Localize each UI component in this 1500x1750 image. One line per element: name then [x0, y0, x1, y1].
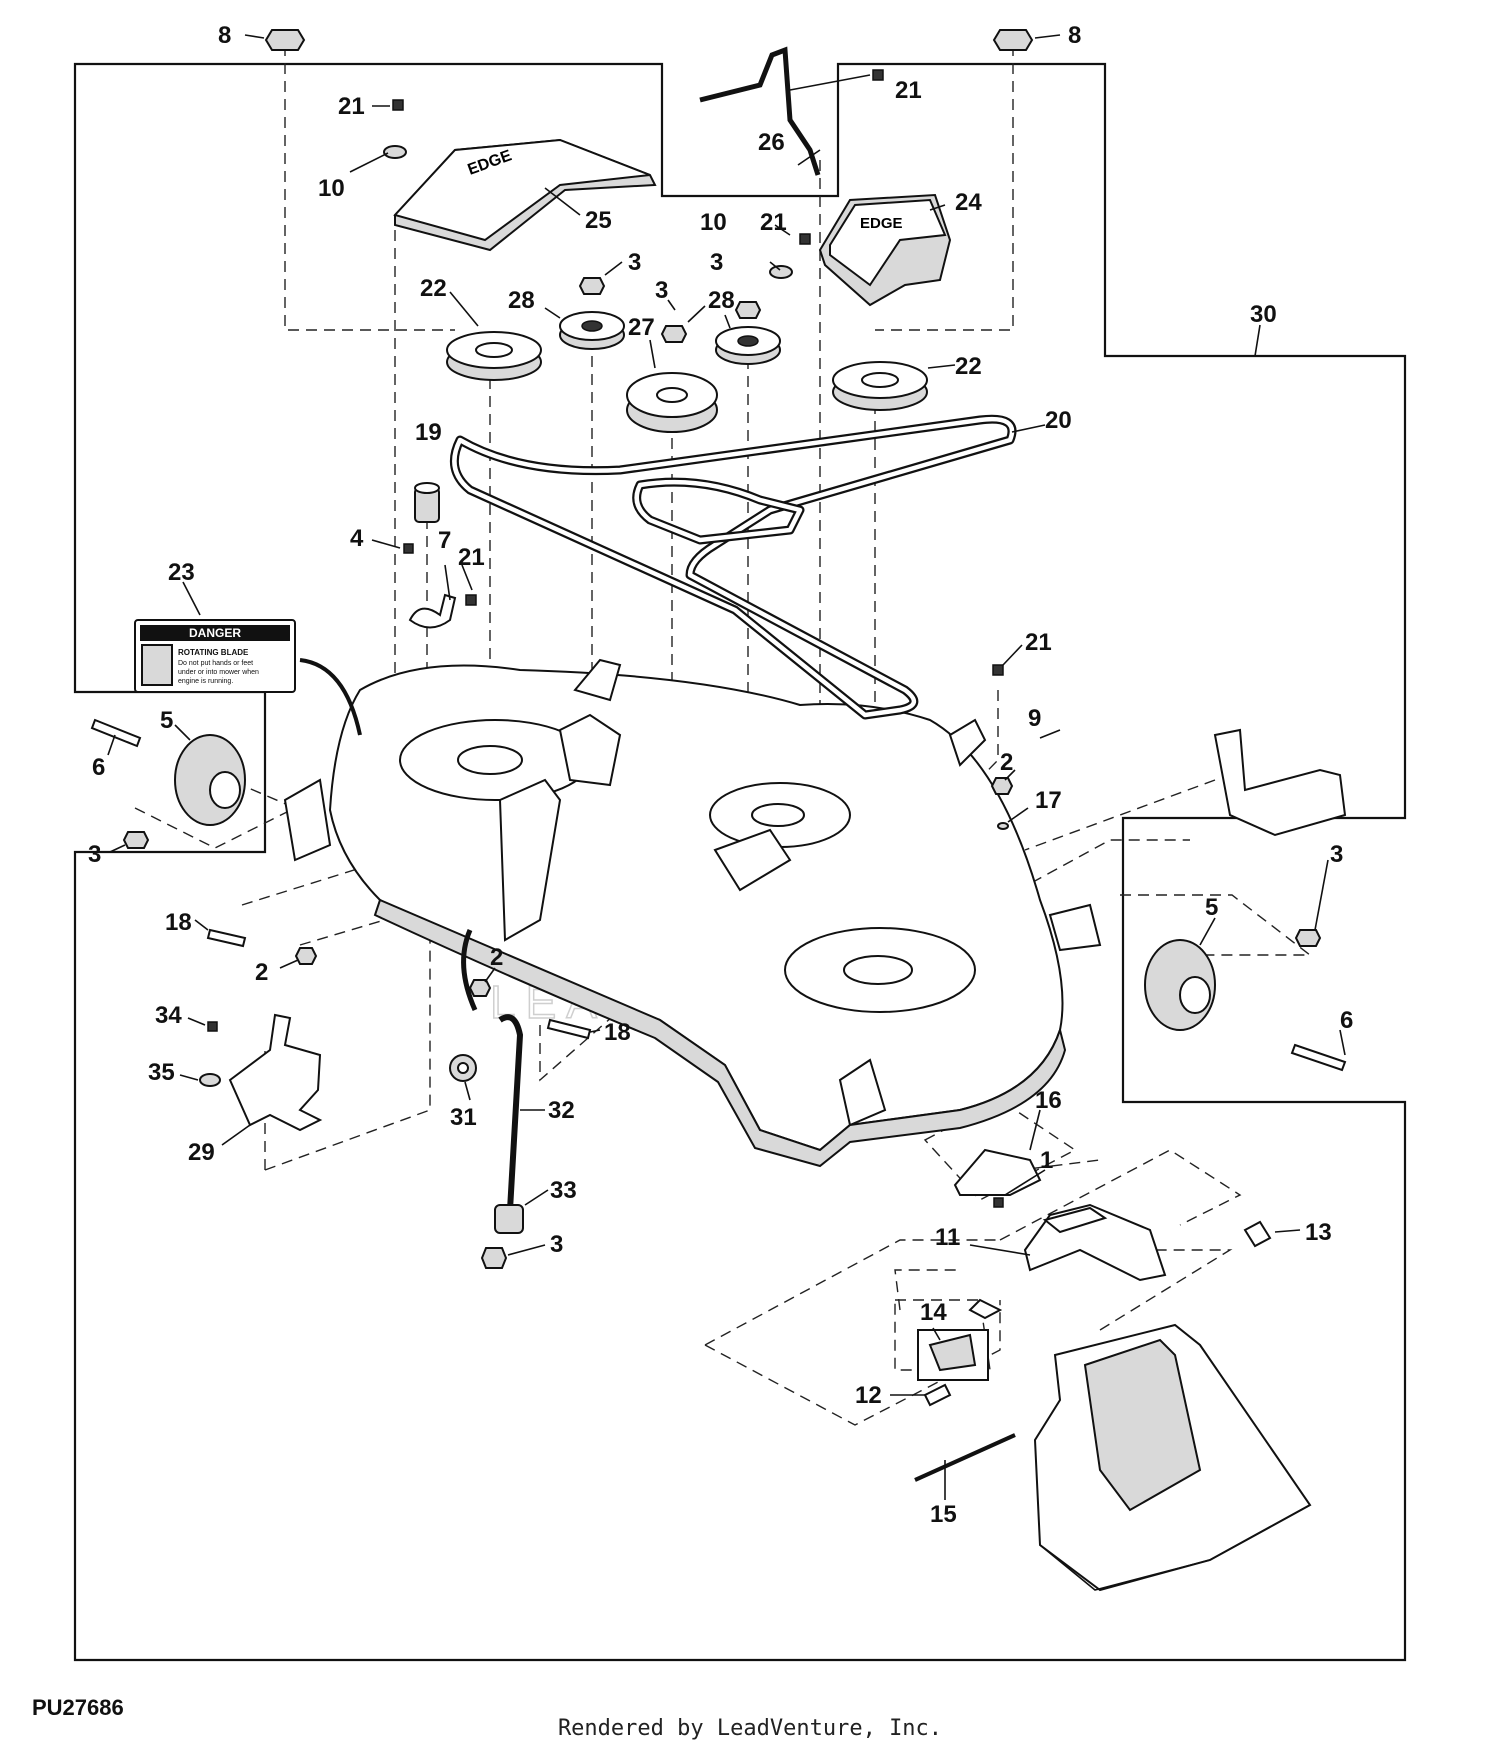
callout-label: 7	[438, 527, 451, 554]
gauge-wheel-right	[1144, 939, 1216, 1031]
danger-decal: DANGER ROTATING BLADE Do not put hands o…	[134, 619, 296, 693]
callout-label: 19	[415, 419, 442, 446]
mower-deck-housing	[283, 658, 1102, 1168]
bracket-9	[1213, 728, 1347, 837]
callout-label: 32	[548, 1097, 575, 1124]
callout-label: 29	[188, 1139, 215, 1166]
gauge-wheel-left	[174, 734, 246, 826]
anti-scalp-rod-26	[699, 46, 821, 176]
callout-label: 3	[710, 249, 723, 276]
idler-pulley-left	[559, 311, 625, 350]
shield-logo-right: EDGE	[860, 215, 903, 232]
decal-line4: engine is running.	[178, 678, 233, 685]
callout-label: 3	[88, 841, 101, 868]
callout-label: 12	[855, 1382, 882, 1409]
belt-shield-right: EDGE	[818, 193, 952, 307]
callout-label: 28	[708, 287, 735, 314]
callout-label: 6	[1340, 1007, 1353, 1034]
callout-label: 10	[700, 209, 727, 236]
callout-label: 18	[165, 909, 192, 936]
callout-label: 21	[458, 544, 485, 571]
callout-label: 13	[1305, 1219, 1332, 1246]
callout-label: 8	[1068, 22, 1081, 49]
callout-label: 30	[1250, 301, 1277, 328]
pulley-spindle-left	[446, 331, 542, 381]
callout-label: 5	[1205, 894, 1218, 921]
pulley-spindle-right	[832, 361, 928, 411]
callout-label: 16	[1035, 1087, 1062, 1114]
callout-label: 11	[935, 1224, 960, 1251]
bracket-29	[228, 1013, 323, 1132]
drive-belt	[449, 414, 1017, 720]
callout-label: 9	[1028, 705, 1041, 732]
callout-label: 21	[760, 209, 787, 236]
callout-label: 4	[350, 525, 364, 552]
callout-label: 34	[155, 1002, 182, 1029]
callout-label: 14	[920, 1299, 947, 1326]
callout-label: 31	[450, 1104, 477, 1131]
callout-label: 10	[318, 175, 345, 202]
direction-arrow-left	[299, 658, 362, 736]
callout-label: 8	[218, 22, 231, 49]
callout-label: 3	[628, 249, 641, 276]
belt-shield-left: EDGE	[393, 138, 657, 252]
callout-label: 33	[550, 1177, 577, 1204]
callout-label: 2	[490, 944, 503, 971]
callout-label: 1	[1040, 1147, 1053, 1174]
callout-label: 3	[655, 277, 668, 304]
decal-line3: under or into mower when	[178, 669, 259, 676]
callout-label: 25	[585, 207, 612, 234]
discharge-chute-assembly	[914, 1148, 1312, 1592]
decal-line2: Do not put hands or feet	[178, 660, 253, 667]
callout-label: 21	[338, 93, 365, 120]
callout-labels: 8 8 21 10 25 21 26 24 21 10 3 3 3 22 28 …	[88, 22, 1353, 1528]
callout-label: 28	[508, 287, 535, 314]
callout-label: 35	[148, 1059, 175, 1086]
callout-label: 3	[550, 1231, 563, 1258]
callout-label: 24	[955, 189, 982, 216]
callout-label: 21	[895, 77, 922, 104]
callout-label: 18	[604, 1019, 631, 1046]
callout-label: 2	[255, 959, 268, 986]
callout-label: 22	[420, 275, 447, 302]
assembly-frame	[73, 62, 1407, 1662]
decal-line1: ROTATING BLADE	[178, 648, 249, 657]
callout-label: 6	[92, 754, 105, 781]
figure-reference-code: PU27686	[32, 1695, 124, 1720]
callout-label: 5	[160, 707, 173, 734]
direction-arrow-lower	[461, 929, 478, 1012]
callout-label: 15	[930, 1501, 957, 1528]
idler-pulley-right	[715, 326, 781, 365]
clevis-33	[494, 1204, 524, 1234]
lift-rod-32	[498, 1014, 524, 1211]
render-credit: Rendered by LeadVenture, Inc.	[557, 1716, 943, 1741]
callout-label: 27	[628, 314, 655, 341]
callout-label: 22	[955, 353, 982, 380]
hardware-items	[90, 29, 1347, 1269]
callout-label: 26	[758, 129, 785, 156]
callout-label: 20	[1045, 407, 1072, 434]
idler-pulley-center	[626, 372, 718, 433]
decal-heading: DANGER	[189, 626, 241, 640]
callout-label: 17	[1035, 787, 1062, 814]
callout-label: 21	[1025, 629, 1052, 656]
callout-label: 2	[1000, 749, 1013, 776]
callout-label: 23	[168, 559, 195, 586]
callout-label: 3	[1330, 841, 1343, 868]
